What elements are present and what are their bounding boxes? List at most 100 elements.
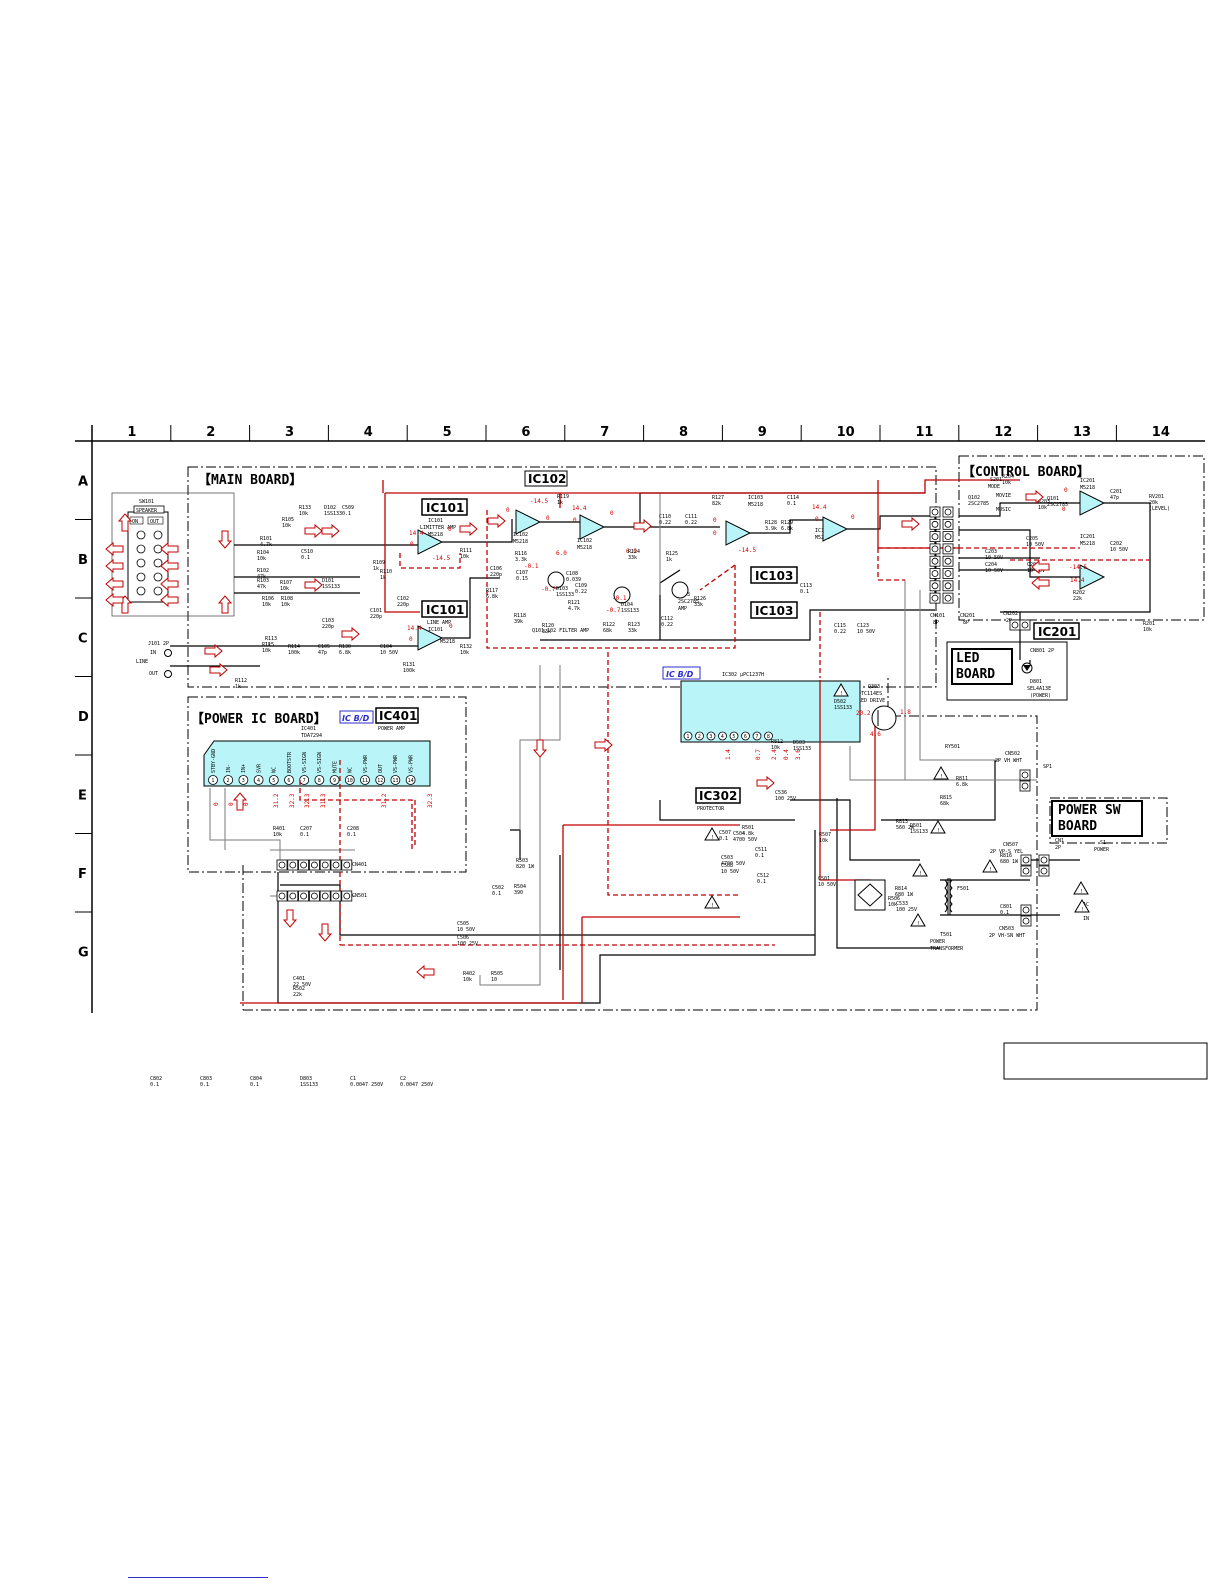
component-ref: C505 <box>457 921 469 927</box>
ic401-pin-number: 7 <box>303 778 306 784</box>
component-value: 10 50V <box>721 869 739 875</box>
component-value: 100 25V <box>457 941 478 947</box>
ic401-pin-name: NC <box>348 767 354 773</box>
d801-ref: D801 <box>1030 679 1042 685</box>
grid-col-11: 11 <box>915 425 933 440</box>
power-ic-board-outline <box>187 696 467 873</box>
component-ref: R110 <box>380 569 392 575</box>
q303-ref: Q303 <box>868 684 880 690</box>
cn507-ref: CN507 <box>1003 842 1018 848</box>
cn503-type: 2P VH-SN WHT <box>989 933 1025 939</box>
component-value: 47p <box>1110 495 1119 501</box>
voltage-ic302: 0.4 <box>783 749 790 760</box>
component-ref: C101 <box>370 608 382 614</box>
component-value: 10k <box>888 902 897 908</box>
component-ref: C102 <box>397 596 409 602</box>
warning-icon <box>910 913 926 927</box>
component-ref: C510 <box>301 549 313 555</box>
ic102b-part: M5218 <box>577 545 592 551</box>
component-value: 220p <box>370 614 382 620</box>
warning-mark: ! <box>919 871 922 877</box>
ic302-pin <box>718 731 727 741</box>
component-ref: R116 <box>515 551 527 557</box>
voltage-ic101_a: 0 <box>410 541 414 548</box>
voltage-ic101_a: 0 <box>448 526 452 533</box>
ic103-label-2: IC103 <box>755 604 793 618</box>
ic201a-opamp <box>1079 490 1106 516</box>
component-value: 0.1 <box>347 832 356 838</box>
bridge-rectifier <box>854 879 886 911</box>
ic401-pin-name: SVR <box>256 763 262 773</box>
cn201-pins: 8P <box>963 620 969 626</box>
ic101-label-2: IC101 <box>426 603 464 617</box>
component-ref: C112 <box>661 616 673 622</box>
component-value: 10 <box>491 977 497 983</box>
component-ref: R107 <box>280 580 292 586</box>
ic302-pin <box>695 731 704 741</box>
ic401-pin-number: 5 <box>272 778 275 784</box>
power-sw-board-title: POWER SW <box>1058 803 1121 818</box>
component-ref: R112 <box>235 678 247 684</box>
component-value: 220p <box>322 624 334 630</box>
warning-symbols: !!!!!!!!!! <box>704 683 1090 927</box>
component-value: 0.22 <box>659 520 671 526</box>
signal-arrow <box>532 739 548 758</box>
cn507-type: 2P VP-S YEL <box>990 849 1023 855</box>
component-ref: C104 <box>380 644 392 650</box>
component-ref: C110 <box>659 514 671 520</box>
component-value: 220p <box>397 602 409 608</box>
component-value: 10k <box>1002 480 1011 486</box>
component-value: 82k <box>712 501 721 507</box>
ic102-label: IC102 <box>528 472 566 486</box>
component-value: 0.22 <box>575 589 587 595</box>
voltage-q303: 4.6 <box>870 731 881 738</box>
component-value: 68k <box>940 801 949 807</box>
music-label: MUSIC <box>996 507 1011 513</box>
warning-mark: ! <box>840 691 843 697</box>
ic302-body <box>680 680 861 743</box>
component-ref: R501 <box>742 825 754 831</box>
component-ref: C108 <box>566 571 578 577</box>
component-value: 10k <box>262 602 271 608</box>
component-ref: R202 <box>1073 590 1085 596</box>
grid-col-8: 8 <box>679 425 688 440</box>
voltage-ic102: 0 <box>573 517 577 524</box>
voltage-ic103: 14.4 <box>812 504 827 511</box>
ic302-pin-label: 1 <box>686 734 689 740</box>
component-value: 100 25V <box>896 907 917 913</box>
component-ref: D803 <box>300 1076 312 1082</box>
grid-col-2: 2 <box>206 425 215 440</box>
component-labels: R1014.7kR10247kR10347kR10410kR10510kR106… <box>150 474 1155 1088</box>
signal-arrow <box>105 558 124 574</box>
component-value: 33k <box>628 555 637 561</box>
signal-arrow <box>160 576 179 592</box>
voltage-q303: 20.2 <box>856 710 871 717</box>
s201-mode: MODE <box>988 484 1000 490</box>
component-ref: C103 <box>322 618 334 624</box>
signal-arrow <box>487 513 506 529</box>
power-sw-board-outline <box>1049 797 1168 844</box>
voltage-ic101_a: -14.5 <box>432 555 450 562</box>
component-ref: R101 <box>260 536 272 542</box>
component-value: 1k <box>380 575 386 581</box>
movie-label: MOVIE <box>996 493 1011 499</box>
ic401-pin-name: IN- <box>226 764 232 773</box>
ic101a-ref: IC101 <box>428 518 443 524</box>
component-ref: C2 <box>400 1076 406 1082</box>
component-ref: C208 <box>347 826 359 832</box>
ic401-pin <box>208 775 218 785</box>
signal-arrow <box>304 523 323 539</box>
power-label: POWER <box>1094 847 1110 853</box>
cn1-ref: CN1 <box>1055 838 1064 844</box>
component-ref: C503 <box>721 855 733 861</box>
component-value: 10k <box>460 554 469 560</box>
footer-link-line <box>128 1577 268 1579</box>
component-value: 100k <box>288 650 300 656</box>
component-value: 1k <box>666 557 672 563</box>
reference-box <box>1003 1042 1208 1080</box>
ic401-pin-number: 13 <box>392 778 398 784</box>
ic101-label: IC101 <box>426 501 464 515</box>
signal-arrows <box>105 489 1050 980</box>
component-ref: C803 <box>200 1076 212 1082</box>
ic401-pin-name: MUTE <box>332 761 338 773</box>
